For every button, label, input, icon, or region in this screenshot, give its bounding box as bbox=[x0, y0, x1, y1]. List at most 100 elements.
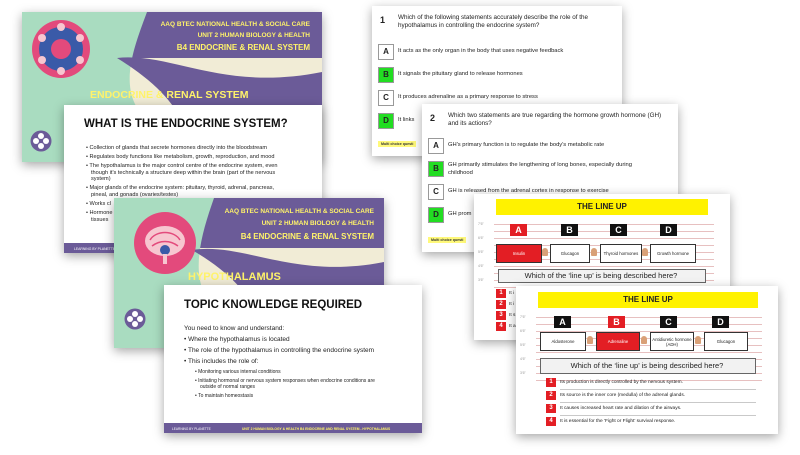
bullet-3-cont2: system) bbox=[91, 176, 111, 182]
title-banner bbox=[496, 199, 708, 215]
title-banner bbox=[538, 292, 758, 308]
clue-divider bbox=[560, 415, 756, 416]
option-d-box[interactable]: D bbox=[378, 113, 394, 129]
option-a-box[interactable]: A bbox=[378, 44, 394, 60]
bullet-4: Major glands of the endocrine system: pi… bbox=[86, 185, 275, 192]
sub-bullet-3: To maintain homeostasis bbox=[195, 393, 253, 400]
footer-bar bbox=[164, 423, 422, 433]
lineup-title: THE LINE UP bbox=[577, 202, 627, 211]
topic-label: B4 ENDOCRINE & RENAL SYSTEM bbox=[240, 232, 374, 241]
person-icon bbox=[591, 248, 597, 256]
clue-number-3: 3 bbox=[496, 311, 506, 320]
height-mark: 6'6" bbox=[478, 236, 484, 240]
slide-title: HYPOTHALAMUS bbox=[188, 271, 281, 283]
option-c-text: GH is released from the adrenal cortex i… bbox=[448, 188, 609, 194]
sub-bullet-1: Monitoring various internal conditions bbox=[195, 369, 281, 376]
clue-1: It i bbox=[509, 291, 515, 296]
clue-number-4: 4 bbox=[496, 322, 506, 331]
option-d-text: GH prom bbox=[448, 211, 472, 217]
clue-number-3: 3 bbox=[546, 404, 556, 413]
option-d-text: It links bbox=[398, 117, 415, 123]
clue-divider bbox=[560, 389, 756, 390]
clue-number-1: 1 bbox=[546, 378, 556, 387]
flower-logo-icon bbox=[30, 130, 52, 152]
height-mark: 6'6" bbox=[520, 329, 526, 333]
height-mark: 5'6" bbox=[520, 343, 526, 347]
bullet-3: The hypothalamus is the major control ce… bbox=[86, 163, 277, 170]
question-text-line1: Which two statements are true regarding … bbox=[448, 112, 662, 119]
footer-logo-text: LEARNING BY PLANETTE bbox=[74, 247, 116, 251]
option-b-box[interactable]: B bbox=[378, 67, 394, 83]
bullet-6: Hormone bbox=[86, 210, 113, 217]
lineup-letter-c[interactable]: C bbox=[610, 224, 627, 236]
option-b-box[interactable]: B bbox=[428, 161, 444, 177]
quiz-type-tag: Multi choice questi bbox=[378, 141, 417, 147]
clue-number-4: 4 bbox=[546, 417, 556, 426]
slide-topic-knowledge[interactable]: TOPIC KNOWLEDGE REQUIRED You need to kno… bbox=[164, 285, 422, 433]
option-a-text: It acts as the only organ in the body th… bbox=[398, 48, 564, 54]
option-c-box[interactable]: C bbox=[428, 184, 444, 200]
clue-number-2: 2 bbox=[496, 300, 506, 309]
footer-text: UNIT 2 HUMAN BIOLOGY & HEALTH B4 ENDOCRI… bbox=[242, 427, 391, 431]
quiz-type-tag: Multi choice questi bbox=[428, 237, 467, 243]
person-icon bbox=[641, 336, 647, 344]
unit-label: UNIT 2 HUMAN BIOLOGY & HEALTH bbox=[261, 220, 374, 227]
question-text: Which of the ‘line up’ is being describe… bbox=[570, 361, 724, 370]
lineup-slide-2[interactable]: THE LINE UP 7'6" 6'6" 5'6" 4'6" 3'6" A B… bbox=[516, 286, 778, 434]
sub-bullet-2: Initiating hormonal or nervous system re… bbox=[195, 378, 375, 385]
clue-number-1: 1 bbox=[496, 289, 506, 298]
option-d-box[interactable]: D bbox=[428, 207, 444, 223]
person-icon bbox=[542, 248, 548, 256]
bullet-1: Where the hypothalamus is located bbox=[184, 336, 290, 343]
slide-title: WHAT IS THE ENDOCRINE SYSTEM? bbox=[84, 118, 288, 130]
bullet-3-cont: though it's technically a structure deep… bbox=[91, 169, 276, 176]
lineup-title: THE LINE UP bbox=[623, 295, 673, 304]
person-icon bbox=[587, 336, 593, 344]
lineup-box-c[interactable]: Antidiuretic hormone (ADH) bbox=[650, 332, 694, 351]
topic-label: B4 ENDOCRINE & RENAL SYSTEM bbox=[176, 43, 310, 52]
lineup-box-a[interactable]: Insulin bbox=[496, 244, 542, 263]
lineup-box-b[interactable]: Glucagon bbox=[550, 244, 590, 263]
bullet-1: Collection of glands that secrete hormon… bbox=[86, 145, 268, 152]
bullet-3: This includes the role of: bbox=[184, 358, 258, 365]
intro-text: You need to know and understand: bbox=[184, 325, 285, 332]
option-a-text: GH's primary function is to regulate the… bbox=[448, 142, 605, 148]
slide-endocrine-title[interactable]: AAQ BTEC NATIONAL HEALTH & SOCIAL CARE U… bbox=[22, 12, 322, 162]
flower-logo-icon bbox=[124, 308, 146, 330]
footer-logo-text: LEARNING BY PLANETTE bbox=[172, 427, 211, 431]
endocrine-glands-icon bbox=[32, 20, 90, 78]
bullet-2: The role of the hypothalamus in controll… bbox=[184, 347, 374, 354]
lineup-box-c[interactable]: Thyroid hormones bbox=[600, 244, 642, 263]
clue-1: Its production is directly controlled by… bbox=[560, 380, 683, 385]
question-number: 1 bbox=[380, 15, 386, 25]
option-c-box[interactable]: C bbox=[378, 90, 394, 106]
option-b-text: GH primarily stimulates the lengthening … bbox=[448, 162, 632, 168]
brain-icon bbox=[134, 212, 196, 274]
lineup-box-b[interactable]: Adrenaline bbox=[596, 332, 640, 351]
person-icon bbox=[642, 248, 648, 256]
bullet-6-cont: tissues bbox=[91, 216, 109, 223]
lineup-letter-a[interactable]: A bbox=[554, 316, 571, 328]
course-label: AAQ BTEC NATIONAL HEALTH & SOCIAL CARE bbox=[224, 208, 374, 215]
question-number: 2 bbox=[430, 113, 436, 123]
clue-3: It causes increased heart rate and dilat… bbox=[560, 406, 682, 411]
slide-title: TOPIC KNOWLEDGE REQUIRED bbox=[184, 299, 363, 311]
question-text-line1: Which of the following statements accura… bbox=[398, 14, 589, 21]
option-c-text: It produces adrenaline as a primary resp… bbox=[398, 94, 538, 100]
height-mark: 3'6" bbox=[520, 371, 526, 375]
option-a-box[interactable]: A bbox=[428, 138, 444, 154]
lineup-letter-b[interactable]: B bbox=[561, 224, 578, 236]
lineup-letter-b[interactable]: B bbox=[608, 316, 625, 328]
lineup-box-d[interactable]: Glucagon bbox=[704, 332, 748, 351]
quiz-slide-2[interactable]: 2 Which two statements are true regardin… bbox=[422, 104, 678, 252]
unit-label: UNIT 2 HUMAN BIOLOGY & HEALTH bbox=[197, 32, 310, 39]
lineup-box-d[interactable]: Growth hormone bbox=[650, 244, 696, 263]
lineup-box-a[interactable]: Aldosterone bbox=[540, 332, 586, 351]
lineup-letter-d[interactable]: D bbox=[660, 224, 677, 236]
lineup-letter-d[interactable]: D bbox=[712, 316, 729, 328]
course-label: AAQ BTEC NATIONAL HEALTH & SOCIAL CARE bbox=[160, 21, 310, 28]
lineup-letter-c[interactable]: C bbox=[660, 316, 677, 328]
height-mark: 4'6" bbox=[478, 264, 484, 268]
question-text-line2: and its actions? bbox=[448, 120, 492, 127]
lineup-letter-a[interactable]: A bbox=[510, 224, 527, 236]
